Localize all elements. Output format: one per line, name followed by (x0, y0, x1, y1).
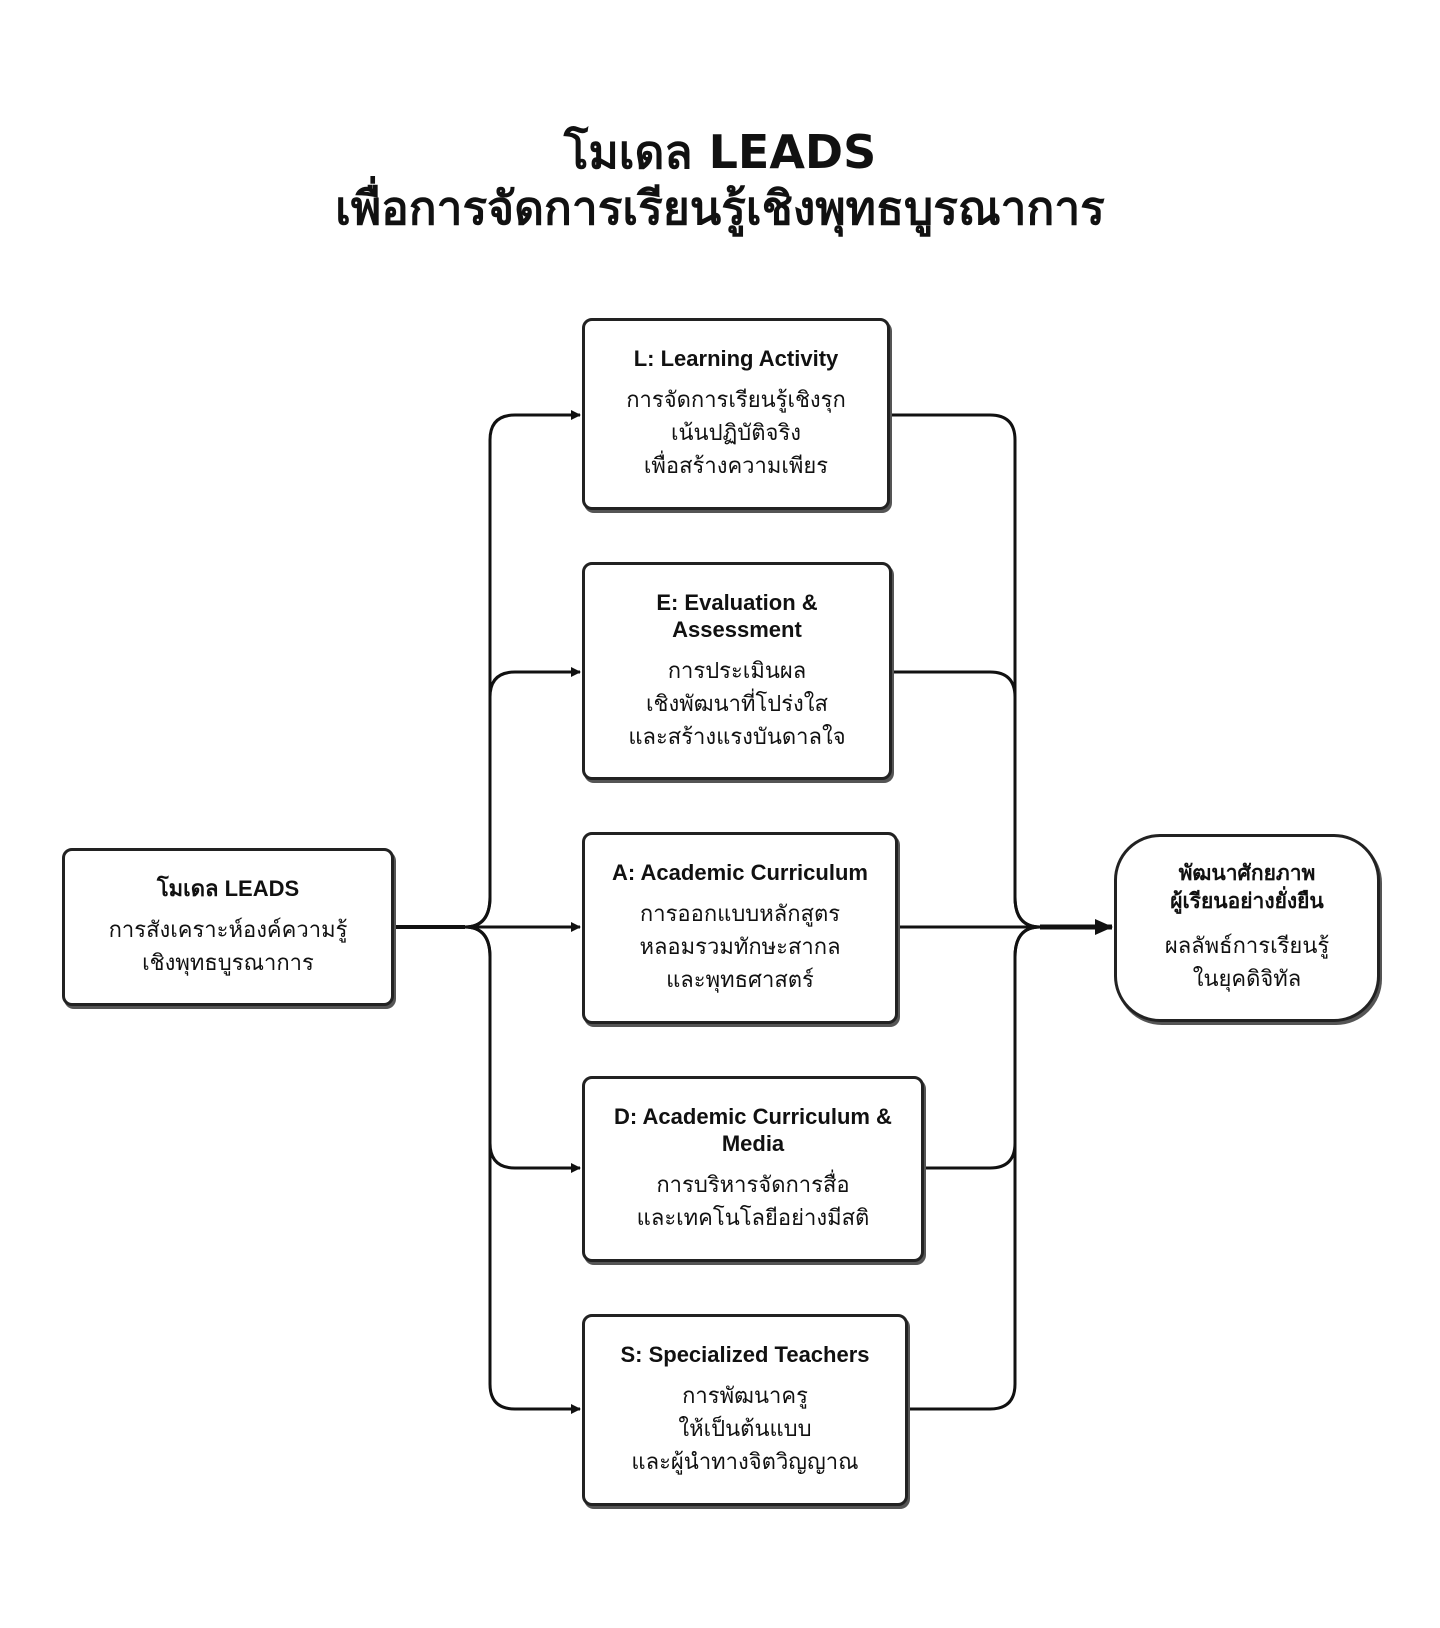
component-head: D: Academic Curriculum & Media (614, 1104, 892, 1156)
component-body: การประเมินผล เชิงพัฒนาที่โปร่งใส และสร้า… (628, 658, 846, 750)
branch-to-E (464, 667, 581, 929)
input-box-head: โมเดล LEADS (156, 875, 300, 901)
output-box: พัฒนาศักยภาพ ผู้เรียนอย่างยั่งยืน ผลลัพธ… (1114, 834, 1380, 1022)
component-body: การจัดการเรียนรู้เชิงรุก เน้นปฏิบัติจริง… (626, 388, 846, 479)
diagram-title-line2: เพื่อการจัดการเรียนรู้เชิงพุทธบูรณาการ (335, 181, 1105, 235)
input-box-body: การสังเคราะห์องค์ความรู้ เชิงพุทธบูรณากา… (108, 917, 348, 976)
merge-from-D (924, 925, 1041, 1170)
merge-from-S (908, 925, 1041, 1411)
component-head: L: Learning Activity (633, 346, 839, 371)
component-box-learning-activity: L: Learning Activity การจัดการเรียนรู้เช… (582, 318, 890, 510)
component-head: S: Specialized Teachers (620, 1342, 870, 1367)
output-box-head: พัฒนาศักยภาพ ผู้เรียนอย่างยั่งยืน (1170, 862, 1324, 913)
component-box-curriculum-media: D: Academic Curriculum & Media การบริหาร… (582, 1076, 924, 1262)
component-box-evaluation: E: Evaluation & Assessment การประเมินผล … (582, 562, 892, 780)
input-box: โมเดล LEADS การสังเคราะห์องค์ความรู้ เชิ… (62, 848, 394, 1006)
component-body: การพัฒนาครู ให้เป็นต้นแบบ และผู้นำทางจิต… (631, 1384, 859, 1475)
branch-to-D (464, 925, 581, 1173)
output-box-body: ผลลัพธ์การเรียนรู้ ในยุคดิจิทัล (1164, 934, 1330, 992)
component-head: A: Academic Curriculum (612, 860, 868, 885)
diagram-title-line1: โมเดล LEADS (563, 125, 877, 179)
component-head: E: Evaluation & Assessment (656, 589, 818, 642)
component-body: การบริหารจัดการสื่อ และเทคโนโลยีอย่างมีส… (636, 1173, 870, 1231)
component-box-academic-curriculum: A: Academic Curriculum การออกแบบหลักสูตร… (582, 832, 898, 1024)
merge-from-E (892, 670, 1041, 929)
component-box-specialized-teachers: S: Specialized Teachers การพัฒนาครู ให้เ… (582, 1314, 908, 1506)
branch-to-S (464, 925, 581, 1414)
component-body: การออกแบบหลักสูตร หลอมรวมทักษะสากล และพุ… (639, 902, 841, 993)
